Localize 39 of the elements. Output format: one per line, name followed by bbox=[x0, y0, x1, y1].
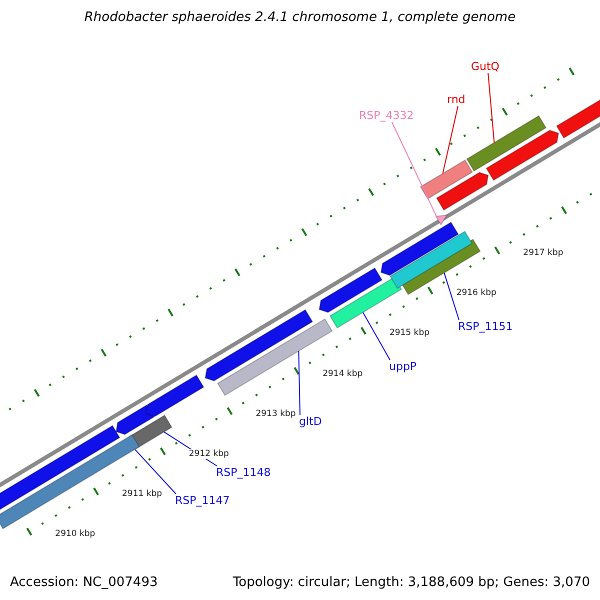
leader-line bbox=[298, 350, 300, 416]
diagram-title: Rhodobacter sphaeroides 2.4.1 chromosome 1, complete genome bbox=[83, 10, 517, 25]
leader-line bbox=[134, 448, 176, 494]
gene-bar bbox=[466, 115, 547, 172]
gene-label: GutQ bbox=[471, 60, 500, 73]
gene-block bbox=[146, 374, 204, 418]
scale-label: 2915 kbp bbox=[388, 328, 431, 338]
accession-text: Accession: NC_007493 bbox=[10, 575, 158, 590]
scale-label: 2914 kbp bbox=[322, 368, 364, 379]
gene-block bbox=[318, 267, 383, 313]
scale-label: 2910 kbp bbox=[54, 529, 96, 540]
gene-label: rnd bbox=[447, 93, 466, 106]
gene-block bbox=[380, 222, 459, 276]
gene-block bbox=[436, 172, 489, 211]
gene-bar bbox=[390, 230, 473, 289]
gene-bar bbox=[329, 276, 402, 329]
gene-label: RSP_4332 bbox=[359, 109, 414, 122]
leader-line bbox=[442, 106, 458, 174]
gene-label: RSP_1151 bbox=[458, 320, 513, 333]
scale-label: 2912 kbp bbox=[188, 448, 230, 459]
gene-label: gltD bbox=[299, 415, 322, 428]
gene-label: RSP_1147 bbox=[175, 494, 230, 507]
gene-bar bbox=[420, 159, 473, 200]
scale-label: 2917 kbp bbox=[522, 248, 564, 258]
scale-label: 2913 kbp bbox=[254, 408, 297, 419]
leader-line bbox=[362, 312, 390, 360]
leader-line bbox=[391, 122, 439, 221]
gene-block bbox=[204, 309, 314, 382]
genome-summary-text: Topology: circular; Length: 3,188,609 bp; Genes: 3,070 bbox=[232, 575, 590, 590]
scale-label: 2911 kbp bbox=[121, 489, 164, 500]
gene-label: uppP bbox=[389, 360, 417, 373]
leader-line bbox=[444, 272, 460, 320]
gene-marker bbox=[434, 214, 448, 226]
gene-block bbox=[486, 130, 560, 181]
scale-label: 2916 kbp bbox=[455, 288, 498, 298]
gene-label: RSP_1148 bbox=[216, 466, 271, 479]
gene-block bbox=[116, 404, 155, 436]
gene-block bbox=[0, 424, 120, 511]
leader-line bbox=[488, 72, 495, 144]
